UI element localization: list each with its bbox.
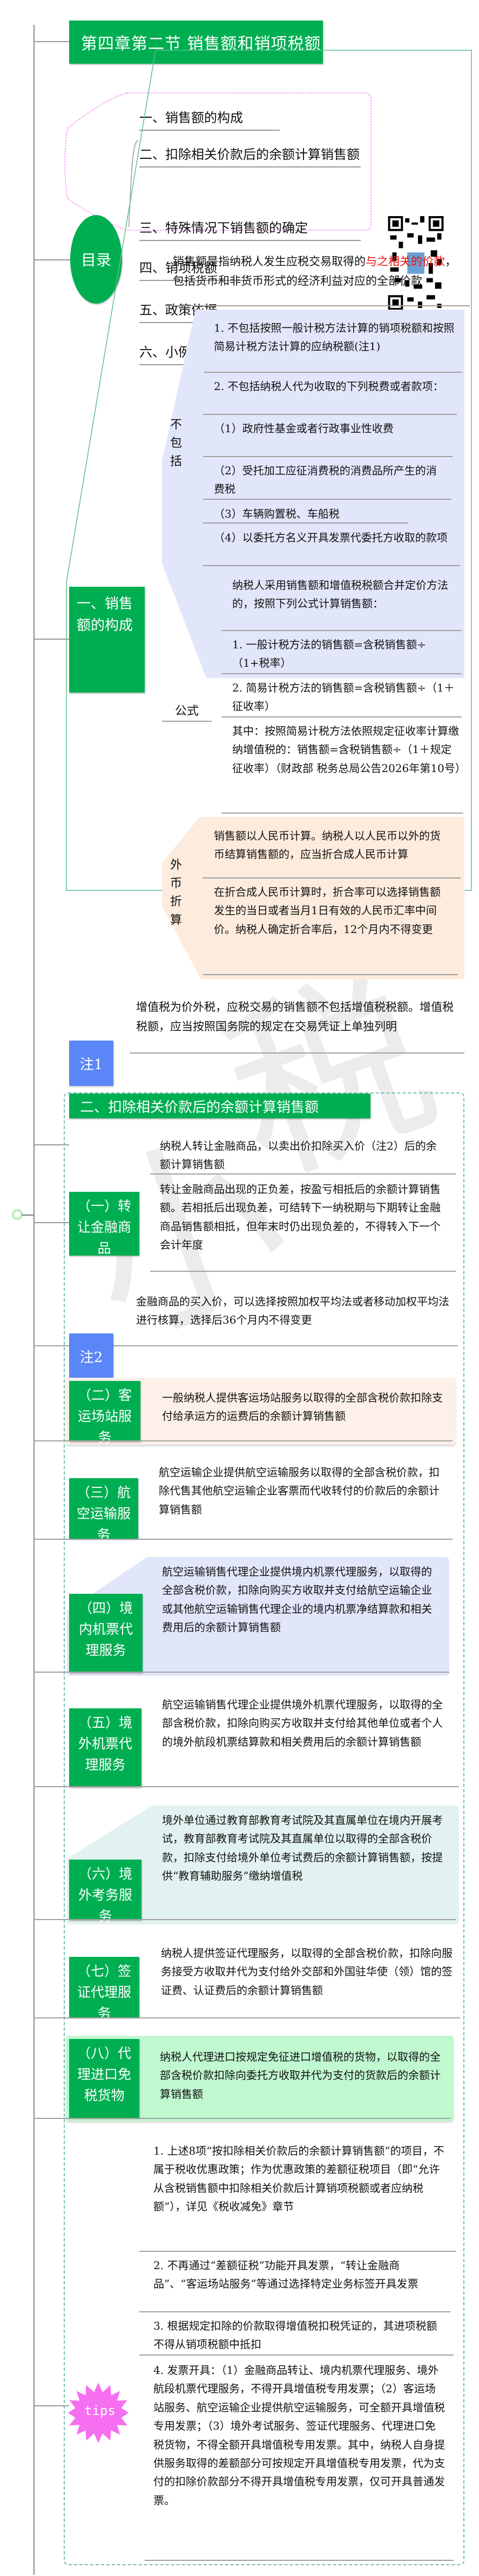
connector [33, 2405, 69, 2406]
item-8-text: 纳税人代理进口按规定免征进口增值税的货物，以取得的全部含税价款扣除向委托方收取并… [160, 2050, 441, 2101]
divider [145, 2560, 454, 2561]
toc-item[interactable]: 四、销项税额 [139, 258, 247, 281]
connector [22, 1215, 33, 1216]
definition-highlight: 与之相关的价款 [366, 255, 445, 268]
divider [162, 721, 212, 722]
toc-item[interactable]: 三、特殊情况下销售额的确定 [139, 218, 361, 241]
divider [204, 372, 462, 373]
divider [165, 305, 470, 306]
item-4-text: 航空运输销售代理企业提供境内机票代理服务，以取得的全部含税价款，扣除向购买方收取… [162, 1565, 432, 1634]
note2-text: 金融商品的买入价，可以选择按照加权平均法或者移动加权平均法进行核算，选择后36个… [136, 1295, 449, 1327]
divider [203, 877, 461, 878]
toc-label: 目录 [70, 215, 122, 304]
divider [33, 2017, 460, 2018]
exclude-panel [162, 310, 464, 678]
forex-panel [162, 817, 464, 979]
connector [33, 41, 69, 42]
tips-label: tips [84, 2403, 116, 2418]
exclude-item-2: 2. 不包括纳税人代为收取的下列税费或者款项： [214, 380, 444, 393]
item-2-text: 一般纳税人提供客运场站服务以取得的全部含税价款扣除支付给承运方的运费后的余额计算… [162, 1391, 443, 1423]
exclude-sub-1: （1）政府性基金或者行政事业性收费 [214, 422, 394, 435]
definition-text: 销售额是指纳税人发生应税交易取得的与之相关的价款，包括货币和非货币形式的经济利益… [173, 252, 462, 291]
divider [203, 974, 458, 975]
item-1-text-2: 转让金融商品出现的正负差，按盈亏相抵后的余额计算销售额。若相抵后出现负差，可结转… [160, 1183, 441, 1252]
divider [203, 414, 457, 415]
divider [33, 1440, 453, 1441]
divider [150, 1271, 456, 1272]
definition-part1: 销售额是指纳税人发生应税交易取得的 [173, 255, 366, 268]
item-6-text: 境外单位通过教育部教育考试院及其直属单位在境内开展考试，教育部教育考试院及其直属… [162, 1814, 443, 1883]
divider [203, 522, 408, 524]
toc-item[interactable]: 一、销售额的构成 [139, 108, 280, 131]
divider [130, 1052, 464, 1054]
connector [33, 259, 71, 260]
divider [221, 673, 462, 674]
item-7-text: 纳税人提供签证代理服务，以取得的全部含税价款，扣除向服务接受方收取并代为支付给外… [161, 1947, 453, 1997]
connector [33, 639, 69, 640]
definition-part2: ，包括货币和非货币形式的经济利益对应的全部价款 [173, 255, 456, 288]
formula-intro: 纳税人采用销售额和增值税税额合并定价方法的，按照下列公式计算销售额： [232, 579, 448, 611]
divider [203, 499, 451, 500]
forex-item-1: 销售额以人民币计算。纳税人以人民币以外的货币结算销售额的，应当折合成人民币计算 [214, 829, 441, 861]
item-2-label[interactable]: （二）客运场站服务 [69, 1381, 140, 1445]
tips-item-3: 3. 根据规定扣除的价款取得增值税扣税凭证的，其进项税额不得从销项税额中抵扣 [153, 2319, 437, 2351]
item-1-text-1: 纳税人转让金融商品，以卖出价扣除买入价（注2）后的余额计算销售额 [160, 1139, 437, 1171]
qr-code-icon [388, 216, 444, 310]
exclude-item-1: 1. 不包括按照一般计税方法计算的销项税额和按照简易计税方法计算的应纳税额(注1… [214, 321, 455, 353]
item-8-label[interactable]: （八）代理进口免税货物 [69, 2039, 139, 2118]
collapse-toggle[interactable] [12, 1209, 23, 1220]
formula-item-3: 其中：按照简易计税方法依照规定征收率计算缴纳增值税的：销售额=含税销售额÷（1＋… [232, 725, 466, 775]
note1-badge[interactable]: 注1 [69, 1041, 113, 1086]
forex-item-2: 在折合成人民币计算时，折合率可以选择销售额发生的当日或者当月1日有效的人民币汇率… [214, 886, 441, 936]
divider [33, 1539, 453, 1540]
divider [33, 1919, 456, 1920]
divider [139, 2354, 454, 2356]
divider [33, 1345, 458, 1346]
divider [203, 565, 460, 566]
toc-item[interactable]: 二、扣除相关价款后的余额计算销售额 [139, 145, 361, 167]
divider [139, 2311, 450, 2312]
divider [33, 1672, 449, 1673]
tips-item-1: 1. 上述8项“按扣除相关价款后的余额计算销售额”的项目，不属于税收优惠政策；作… [153, 2144, 444, 2213]
section2-frame [64, 1092, 464, 2565]
forex-label: 外币折算 [170, 858, 182, 928]
item-4-card [67, 1557, 449, 1676]
divider [33, 1786, 459, 1787]
item-5-label[interactable]: （五）境外机票代理服务 [69, 1708, 141, 1787]
exclude-label: 不包括 [170, 418, 182, 469]
item-6-label[interactable]: （六）境外考务服务 [69, 1860, 141, 1924]
item-3-text: 航空运输企业提供航空运输服务以取得的全部含税价款，扣除代售其他航空运输企业客票而… [159, 1466, 440, 1516]
connector [33, 1144, 69, 1145]
divider [203, 456, 453, 457]
divider [221, 716, 462, 717]
divider [139, 2251, 456, 2252]
tips-item-2: 2. 不再通过“差额征税”功能开具发票，“转让金融商品”、“客运场站服务”等通过… [153, 2259, 419, 2291]
section1-label[interactable]: 一、销售额的构成 [69, 587, 145, 693]
toc-cloud-border [64, 92, 372, 231]
connector [33, 1222, 69, 1223]
item-4-label[interactable]: （四）境内机票代理服务 [69, 1594, 143, 1673]
mindmap-spine [33, 25, 35, 2575]
divider [150, 1173, 456, 1175]
formula-item-2: 2. 简易计税方法的销售额=含税销售额÷（1＋征收率） [232, 681, 455, 713]
tips-starburst-icon[interactable] [68, 2383, 129, 2443]
exclude-sub-4: （4）以委托方名义开具发票代委托方收取的款项 [214, 531, 448, 544]
divider [33, 2118, 450, 2119]
item-5-text: 航空运输销售代理企业提供境外机票代理服务，以取得的全部含税价款，扣除向购买方收取… [162, 1698, 443, 1748]
note1-text: 增值税为价外税，应税交易的销售额不包括增值税税额。增值税税额，应当按照国务院的规… [136, 1001, 454, 1034]
formula-label: 公式 [174, 705, 199, 718]
divider [221, 630, 462, 631]
item-1-label[interactable]: （一）转让金融商品 [69, 1192, 139, 1256]
divider [221, 813, 463, 814]
exclude-sub-3: （3）车辆购置税、车船税 [214, 507, 340, 520]
formula-item-1: 1. 一般计税方法的销售额=含税销售额÷（1+税率） [232, 638, 426, 670]
item-6-card [67, 1806, 459, 1924]
page-title: 第四章第二节 销售额和销项税额 [69, 21, 323, 64]
section2-label[interactable]: 二、扣除相关价款后的余额计算销售额 [69, 1094, 370, 1118]
item-3-label[interactable]: （三）航空运输服务 [69, 1478, 138, 1542]
tips-item-4: 4. 发票开具：（1）金融商品转让、境内机票代理服务、境外航段机票代理服务，不得… [153, 2364, 445, 2507]
note2-badge[interactable]: 注2 [69, 1333, 113, 1379]
item-7-label[interactable]: （七）签证代理服务 [69, 1957, 139, 2021]
exclude-sub-2: （2）受托加工应征消费税的消费品所产生的消费税 [214, 464, 437, 496]
